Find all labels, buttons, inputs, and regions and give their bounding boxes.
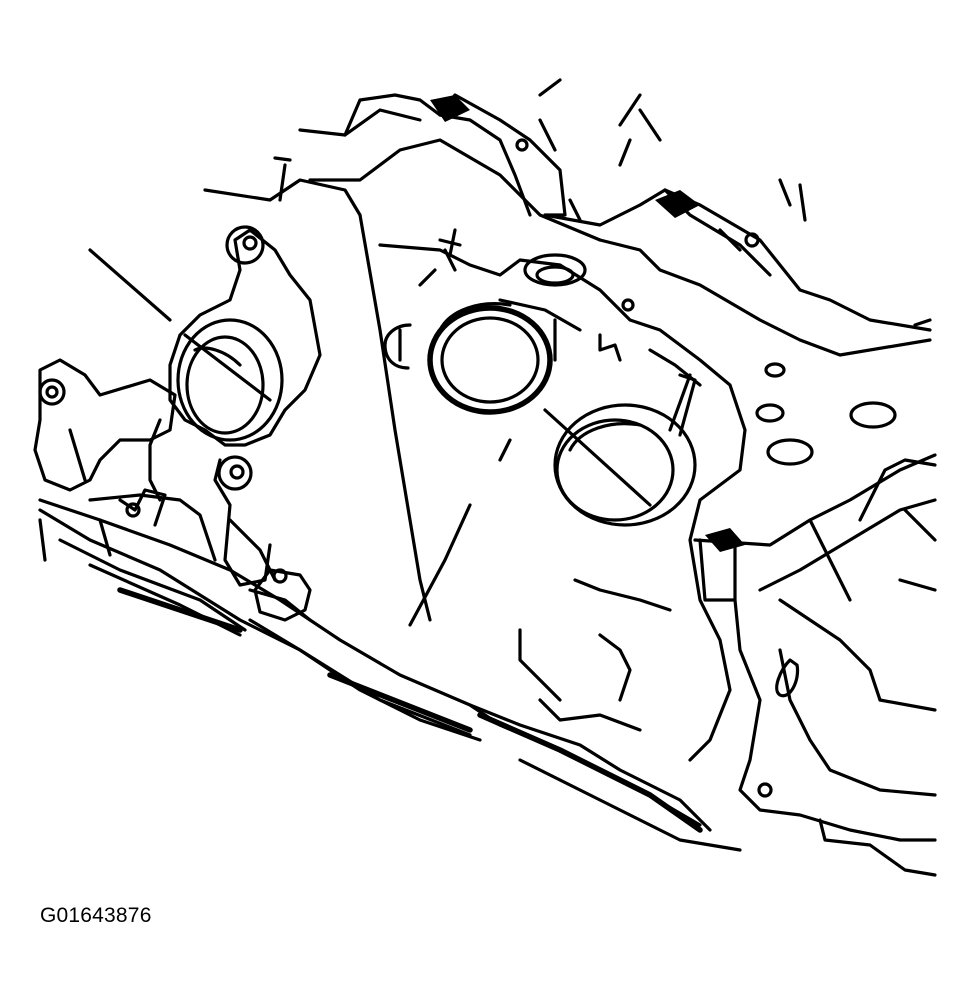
left-mount-ear xyxy=(33,225,312,622)
small-brackets xyxy=(273,156,635,370)
seal-ring xyxy=(427,302,553,415)
top-bolt-bosses xyxy=(430,95,760,552)
lower-left-struts xyxy=(68,418,512,627)
right-holes xyxy=(755,318,932,466)
block-front-face xyxy=(168,178,747,762)
bottom-flange xyxy=(38,488,742,852)
right-bore xyxy=(543,373,697,527)
block-top-outline xyxy=(298,78,932,357)
right-web xyxy=(693,453,937,877)
left-bore xyxy=(88,248,284,442)
figure-id-label: G01643876 xyxy=(40,904,152,927)
